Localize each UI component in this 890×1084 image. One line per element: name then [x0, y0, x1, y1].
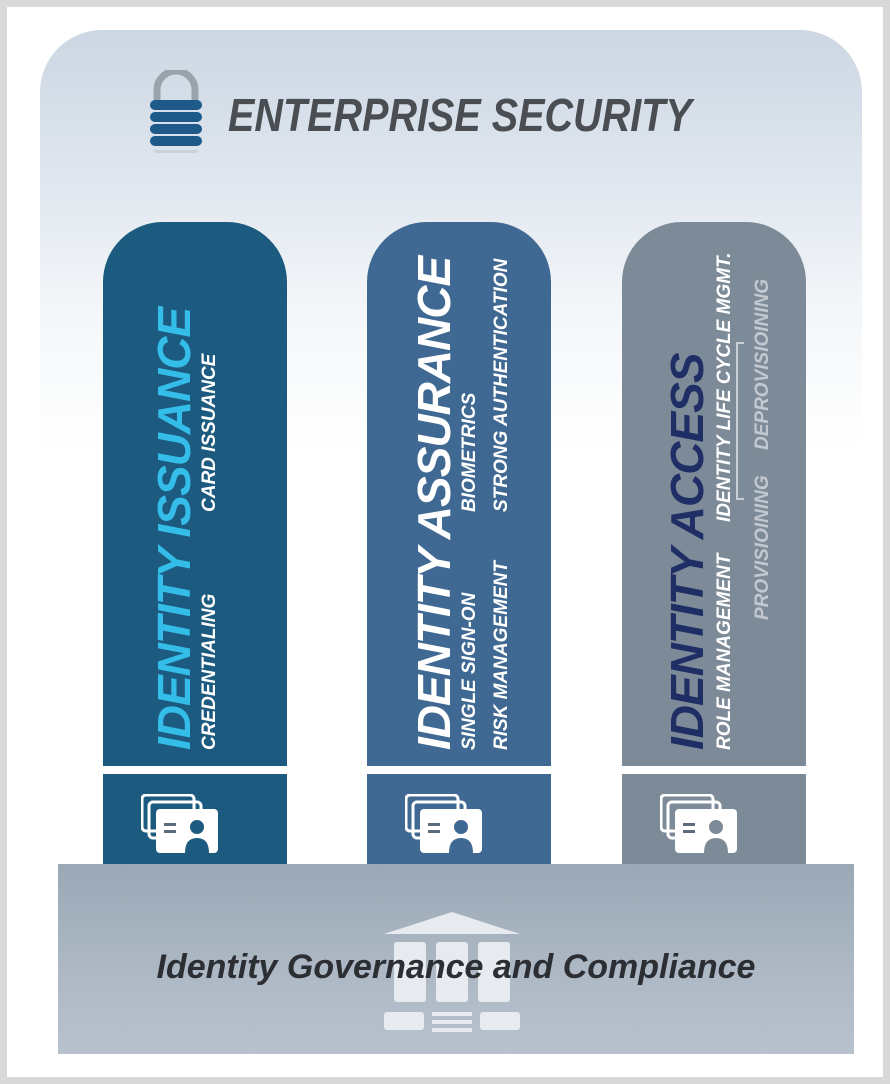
pillar-title: IDENTITY ISSUANCE	[148, 307, 200, 750]
pillar-divider	[103, 766, 287, 774]
pillar-divider	[367, 766, 551, 774]
pillar-identity-access: IDENTITY ACCESS ROLE MANAGEMENT IDENTITY…	[622, 222, 806, 868]
pillar-item: BIOMETRICS	[459, 392, 480, 512]
bracket	[736, 342, 744, 500]
page-title: ENTERPRISE SECURITY	[228, 89, 692, 141]
pillar-item: PROVISIOINING	[752, 475, 773, 620]
pillar-title: IDENTITY ASSURANCE	[408, 256, 460, 750]
pillar-item: ROLE MANAGEMENT	[714, 553, 735, 750]
pillar-item: RISK MANAGEMENT	[491, 561, 512, 750]
pillar-identity-assurance: IDENTITY ASSURANCE SINGLE SIGN-ON RISK M…	[367, 222, 551, 868]
id-cards-icon	[404, 793, 511, 858]
base-title: Identity Governance and Compliance	[156, 948, 756, 986]
pillar-divider	[622, 766, 806, 774]
pillar-identity-issuance: IDENTITY ISSUANCE CREDENTIALING CARD ISS…	[103, 222, 287, 868]
pillar-title: IDENTITY ACCESS	[661, 353, 713, 750]
institution-building-icon	[384, 912, 520, 1044]
pillar-item: DEPROVISIOINING	[752, 278, 773, 450]
governance-base: Identity Governance and Compliance	[58, 864, 854, 1054]
header: ENTERPRISE SECURITY	[146, 67, 767, 160]
pillar-item: CREDENTIALING	[199, 593, 220, 750]
pillar-item: CARD ISSUANCE	[199, 353, 220, 512]
id-cards-icon	[659, 793, 766, 858]
pillar-item: SINGLE SIGN-ON	[459, 592, 480, 750]
pillar-item: STRONG AUTHENTICATION	[491, 258, 512, 512]
padlock-icon	[146, 67, 206, 160]
pillar-item: IDENTITY LIFE CYCLE MGMT.	[714, 252, 735, 522]
id-cards-icon	[140, 793, 247, 858]
